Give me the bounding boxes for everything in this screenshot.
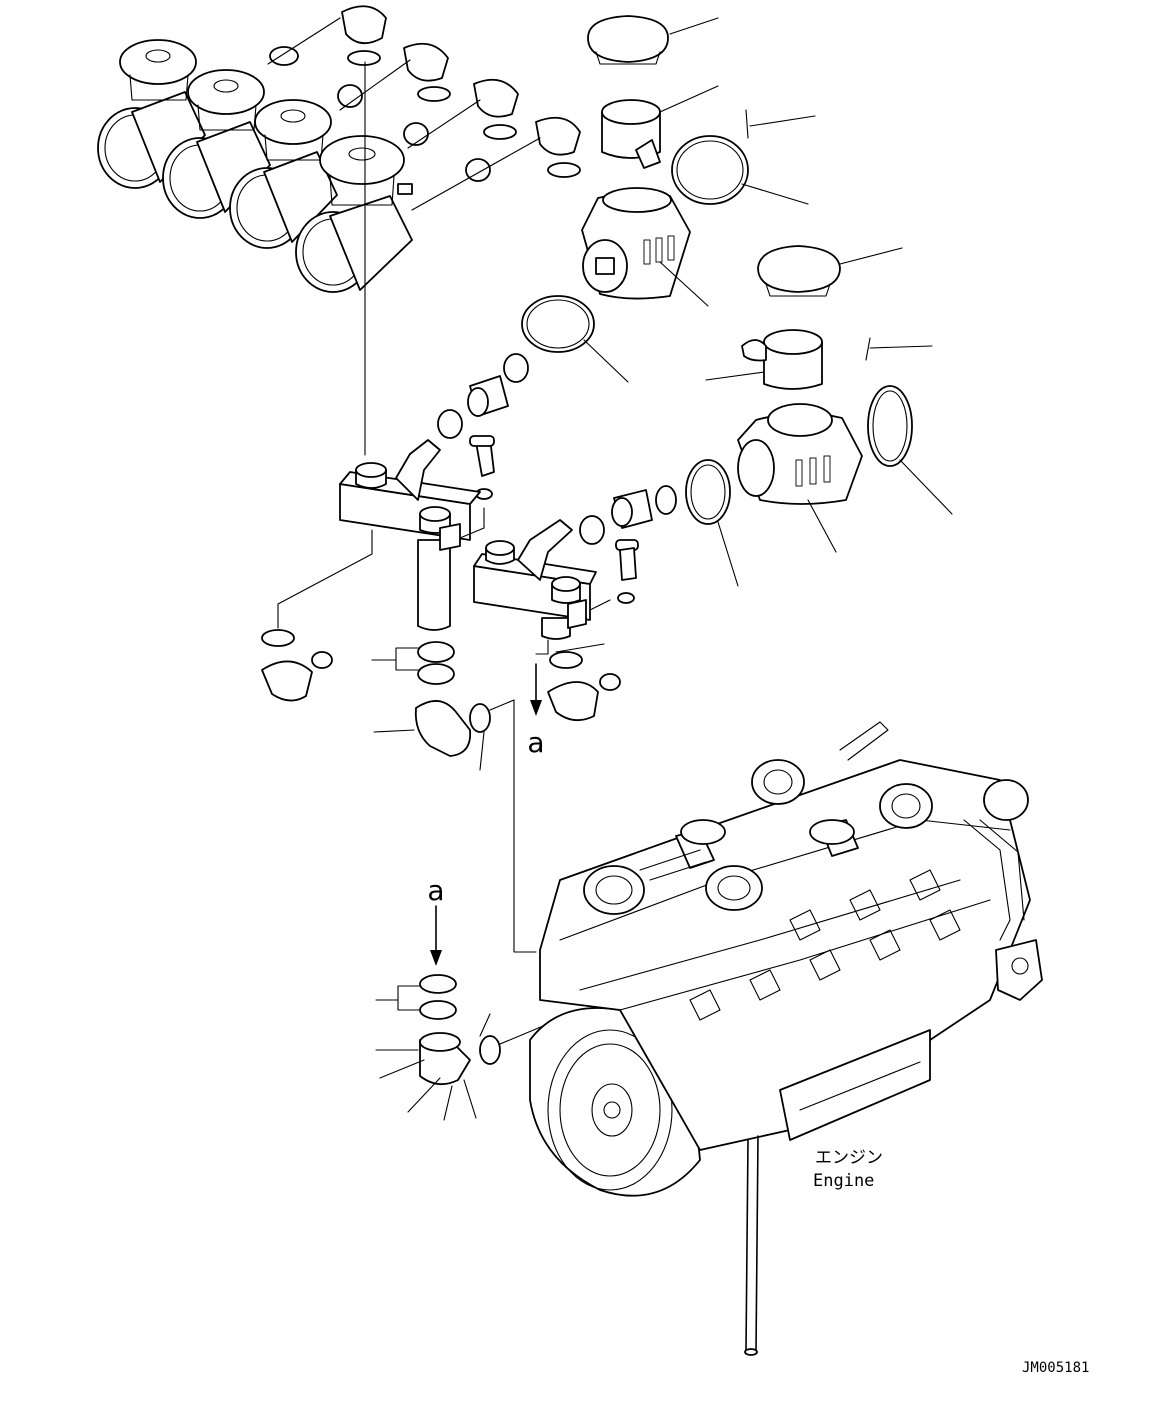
exploded-air-cleaner-2	[685, 245, 953, 587]
engine-label-en: Engine	[813, 1171, 874, 1191]
view-arrow-upper	[530, 663, 542, 716]
air-cleaner-unit	[295, 135, 413, 293]
drawing-number: JM005181	[1022, 1360, 1089, 1376]
engine-block	[529, 721, 1043, 1356]
intake-tee-left	[277, 439, 485, 631]
exploded-hose-chain-upper	[437, 295, 629, 500]
view-marker-upper: a	[527, 726, 544, 759]
view-arrow-lower	[430, 905, 442, 966]
engine-label-jp: エンジン	[815, 1148, 883, 1168]
exploded-hose-chain-lower	[579, 485, 677, 604]
intake-tee-right	[473, 519, 611, 655]
air-cleaner-unit	[97, 39, 206, 189]
exploded-hoses-top	[269, 5, 581, 182]
air-cleaner-unit	[162, 69, 271, 219]
lower-elbows	[261, 629, 621, 953]
exploded-air-cleaner-1	[581, 15, 816, 307]
view-a-detail-parts	[375, 974, 549, 1121]
air-cleaner-assembly-group	[97, 39, 413, 293]
view-marker-lower: a	[427, 874, 444, 907]
air-cleaner-unit	[229, 99, 338, 249]
